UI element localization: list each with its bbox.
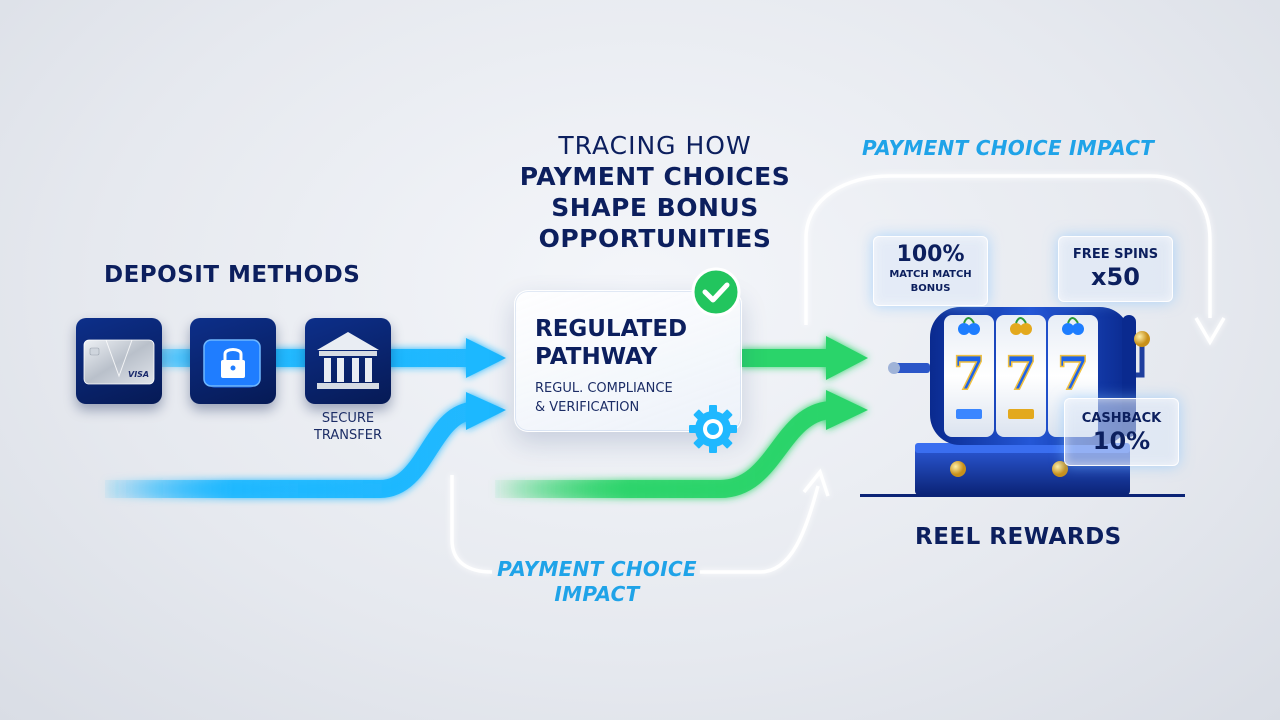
secure-transfer-line-1: SECURE xyxy=(321,411,375,426)
title-line-1: TRACING HOW xyxy=(558,131,752,160)
bar-symbol xyxy=(956,409,982,419)
deposit-method-card[interactable]: VISA xyxy=(76,318,162,404)
white-loop-arrow-bottom xyxy=(450,468,830,574)
main-title: TRACING HOW PAYMENT CHOICES SHAPE BONUS … xyxy=(440,130,870,254)
free-spins-label: FREE SPINS xyxy=(1072,247,1159,262)
pathway-subtitle-line-2: & VERIFICATION xyxy=(535,400,640,415)
blue-arrow-lower xyxy=(105,392,506,498)
white-loop-arrow-top xyxy=(804,174,1226,346)
regulated-pathway-card: REGULATED PATHWAY REGUL. COMPLIANCE & VE… xyxy=(514,290,742,432)
reel-rewards-heading: REEL REWARDS xyxy=(915,524,1122,550)
match-bonus-value: 100% xyxy=(896,242,965,267)
seven-symbol: 7 xyxy=(953,346,985,400)
check-badge-icon xyxy=(691,267,741,317)
pathway-subtitle-line-1: REGUL. COMPLIANCE xyxy=(535,381,673,396)
payment-choice-impact-top: PAYMENT CHOICE IMPACT xyxy=(862,136,1155,160)
secure-transfer-label: SECURE TRANSFER xyxy=(305,410,391,444)
cashback-badge: CASHBACK 10% xyxy=(1064,398,1179,466)
deposit-method-wallet[interactable] xyxy=(190,318,276,404)
cherry-icon xyxy=(1062,317,1084,335)
pathway-title-line-1: REGULATED xyxy=(535,316,688,342)
seven-symbol: 7 xyxy=(1057,346,1089,400)
cashback-value: 10% xyxy=(1092,427,1151,455)
gear-icon xyxy=(689,405,737,453)
green-arrow-lower xyxy=(495,390,868,498)
secure-transfer-line-2: TRANSFER xyxy=(313,428,383,443)
cashback-label: CASHBACK xyxy=(1081,411,1162,426)
pathway-title: REGULATED PATHWAY xyxy=(535,315,687,371)
green-arrow-upper xyxy=(740,336,868,380)
impact-bottom-line-2: IMPACT xyxy=(554,582,640,606)
title-line-2: PAYMENT CHOICES xyxy=(519,162,791,191)
title-line-3: SHAPE BONUS xyxy=(551,193,759,222)
payment-choice-impact-bottom: PAYMENT CHOICE IMPACT xyxy=(482,557,712,607)
free-spins-value: x50 xyxy=(1091,263,1140,291)
pathway-subtitle: REGUL. COMPLIANCE & VERIFICATION xyxy=(535,379,673,417)
bank-icon xyxy=(317,332,379,389)
free-spins-badge: FREE SPINS x50 xyxy=(1058,236,1173,302)
card-brand: VISA xyxy=(128,370,150,379)
credit-card-icon xyxy=(83,339,155,385)
padlock-icon xyxy=(203,339,261,388)
cherry-icon xyxy=(1010,317,1032,335)
seven-symbol: 7 xyxy=(1005,346,1037,400)
title-line-4: OPPORTUNITIES xyxy=(538,224,772,253)
match-bonus-line-2: BONUS xyxy=(910,283,951,294)
match-bonus-badge: 100% MATCH MATCH BONUS xyxy=(873,236,988,306)
cherry-icon xyxy=(958,317,980,335)
deposit-method-bank[interactable] xyxy=(305,318,391,404)
match-bonus-line-1: MATCH MATCH xyxy=(889,269,972,280)
pathway-title-line-2: PATHWAY xyxy=(535,344,658,370)
deposit-methods-heading: DEPOSIT METHODS xyxy=(104,262,361,288)
bar-symbol xyxy=(1008,409,1034,419)
impact-bottom-line-1: PAYMENT CHOICE xyxy=(497,557,697,581)
